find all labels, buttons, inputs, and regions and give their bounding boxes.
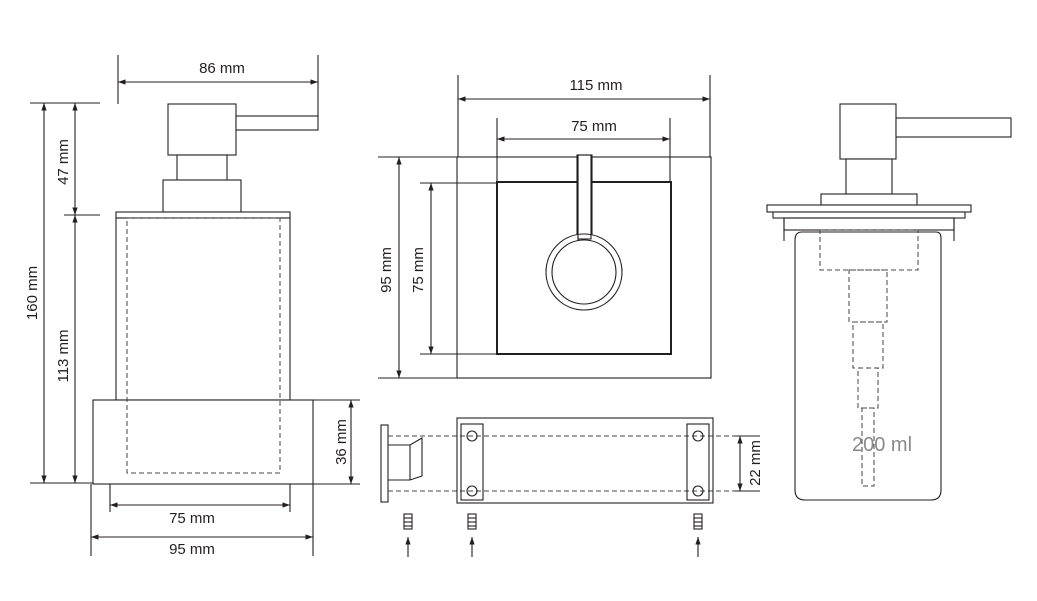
dim-plate-inner-width: 75 mm — [571, 118, 617, 135]
dim-plate-height: 95 mm — [378, 247, 395, 293]
dim-base-inner-width: 75 mm — [169, 510, 215, 527]
bottle-top-rim — [115, 211, 291, 219]
spout-top — [576, 154, 593, 246]
dim-pump-height: 47 mm — [55, 139, 72, 185]
screw-hole — [466, 430, 478, 442]
dim-bottle-height: 113 mm — [55, 329, 72, 382]
dim-bracket-height: 22 mm — [747, 440, 764, 486]
hidden-cap — [819, 229, 919, 271]
pump-collar — [162, 179, 242, 213]
pump-collar-side — [820, 193, 918, 206]
screw-hole — [466, 485, 478, 497]
dim-base-outer-width: 95 mm — [169, 541, 215, 558]
dim-plate-inner-height: 75 mm — [410, 247, 427, 293]
pump-ring-inner — [551, 239, 617, 305]
holder-top-rim — [766, 204, 972, 213]
side-bracket-arm — [388, 437, 423, 481]
glass-bottle — [794, 231, 942, 501]
capacity-label: 200 ml — [852, 434, 912, 456]
screw-hole — [692, 430, 704, 442]
front-view: 86 mm 160 mm 47 mm 113 mm 36 mm 75 mm 95… — [24, 55, 360, 558]
hidden-pump-tube — [857, 367, 879, 409]
dim-top-width: 86 mm — [199, 60, 245, 77]
side-bracket-plate — [380, 424, 389, 503]
mount-bracket-left — [460, 423, 484, 501]
dim-base-height: 36 mm — [333, 419, 350, 465]
side-view: 200 ml — [766, 103, 1012, 501]
screw-hole — [692, 485, 704, 497]
pump-spout — [235, 115, 319, 131]
pump-head — [167, 103, 237, 156]
pump-spout-side — [895, 117, 1012, 138]
hidden-pump-body — [848, 269, 888, 323]
screw-3 — [693, 513, 703, 557]
mounting-plate — [456, 417, 714, 504]
hidden-pump-barrel — [852, 321, 884, 369]
dim-plate-width: 115 mm — [569, 77, 622, 94]
mount-bracket-right — [686, 423, 710, 501]
top-view: 115 mm 75 mm 95 mm 75 mm — [378, 75, 712, 379]
holder-ring — [772, 211, 966, 219]
dim-total-height: 160 mm — [24, 266, 41, 320]
screw-1 — [403, 513, 413, 557]
hidden-dip-tube — [861, 407, 875, 487]
holder-band — [783, 217, 955, 231]
pump-head-side — [839, 103, 897, 160]
pump-neck-side — [845, 158, 893, 195]
bottle-body — [115, 217, 291, 401]
spout-bar — [577, 154, 592, 240]
pump-neck — [176, 154, 228, 182]
mounting-view: 22 mm — [380, 417, 764, 557]
hidden-bottle-outline — [126, 217, 281, 474]
base-holder — [92, 399, 314, 485]
screw-2 — [467, 513, 477, 557]
